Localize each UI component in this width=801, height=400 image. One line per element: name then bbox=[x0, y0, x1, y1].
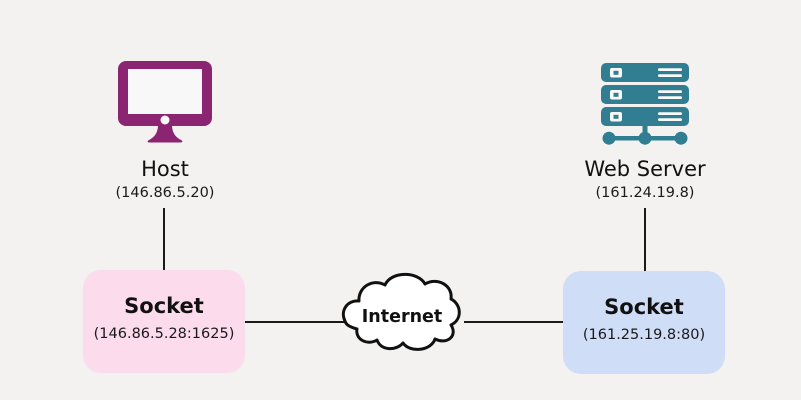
web-server-ip: (161.24.19.8) bbox=[595, 185, 695, 201]
server-icon bbox=[601, 63, 689, 145]
host-ip: (146.86.5.20) bbox=[115, 185, 215, 201]
server-socket-title: Socket bbox=[604, 295, 684, 319]
host-socket-address: (146.86.5.28:1625) bbox=[93, 326, 235, 342]
server-to-socket-line bbox=[644, 208, 646, 271]
host-socket-to-internet-line bbox=[245, 321, 345, 323]
server-socket-box: Socket (161.25.19.8:80) bbox=[563, 271, 725, 374]
internet-label: Internet bbox=[361, 307, 443, 327]
host-socket-title: Socket bbox=[124, 294, 204, 318]
internet-cloud-icon bbox=[341, 272, 461, 351]
monitor-icon bbox=[118, 61, 212, 143]
host-label: Host bbox=[141, 157, 189, 181]
internet-to-server-socket-line bbox=[464, 321, 563, 323]
web-server-label: Web Server bbox=[584, 157, 706, 181]
host-socket-box: Socket (146.86.5.28:1625) bbox=[83, 270, 245, 373]
host-to-socket-line bbox=[163, 208, 165, 270]
server-socket-address: (161.25.19.8:80) bbox=[582, 327, 706, 343]
